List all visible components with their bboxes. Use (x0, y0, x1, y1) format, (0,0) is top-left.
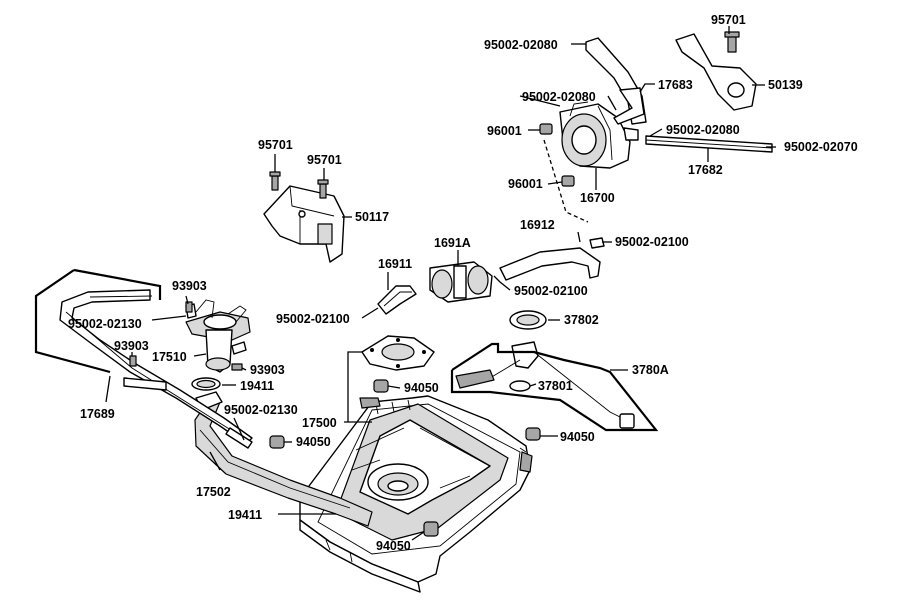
label-96001: 96001 (487, 124, 522, 138)
breather-hose (59, 289, 253, 445)
label-17502: 17502 (196, 485, 231, 499)
fuel-filter (429, 261, 493, 303)
label-19411-b: 19411 (228, 508, 262, 522)
label-16912: 16912 (520, 218, 555, 232)
plate (361, 335, 435, 371)
filler-hose (194, 391, 373, 527)
label-1691A: 1691A (434, 236, 471, 250)
label-95002-02130-b: 95002-02130 (224, 403, 298, 417)
bracket-50117 (263, 185, 345, 263)
label-95002-02080-b: 95002-02080 (522, 90, 596, 104)
label-37802: 37802 (564, 313, 599, 327)
label-93903: 93903 (172, 279, 207, 293)
label-94050-d: 94050 (376, 539, 411, 553)
part-labels: 95701 95002-02080 17683 50139 95002-0208… (68, 13, 858, 553)
screws-93903 (129, 301, 243, 371)
label-93903-c: 93903 (250, 363, 285, 377)
label-94050-b: 94050 (296, 435, 331, 449)
hose-17683 (585, 37, 647, 125)
bolts-96001 (539, 123, 575, 187)
label-95002-02100: 95002-02100 (615, 235, 689, 249)
hose-16912 (499, 237, 605, 281)
label-95002-02130: 95002-02130 (68, 317, 142, 331)
label-17689: 17689 (80, 407, 115, 421)
bracket-50139 (675, 31, 757, 111)
fuel-gauge-unit (455, 341, 635, 429)
label-95002-02070: 95002-02070 (784, 140, 858, 154)
label-95701-b: 95701 (258, 138, 293, 152)
fuel-tank (299, 395, 533, 593)
label-16700: 16700 (580, 191, 615, 205)
label-95002-02080: 95002-02080 (484, 38, 558, 52)
label-17510: 17510 (152, 350, 187, 364)
label-3780A: 3780A (632, 363, 669, 377)
label-96001-b: 96001 (508, 177, 543, 191)
label-93903-b: 93903 (114, 339, 149, 353)
label-95701: 95701 (711, 13, 746, 27)
label-95002-02100-b: 95002-02100 (514, 284, 588, 298)
label-17682: 17682 (688, 163, 723, 177)
label-17500: 17500 (302, 416, 337, 430)
nuts-94050 (269, 379, 541, 537)
filler-neck (185, 299, 251, 391)
label-95002-02100-c: 95002-02100 (276, 312, 350, 326)
fuel-pump (559, 101, 639, 169)
bolts-95701-left (269, 171, 329, 199)
label-17683: 17683 (658, 78, 693, 92)
hose-small-lower (123, 377, 253, 449)
hose-16911 (377, 285, 417, 315)
label-50139: 50139 (768, 78, 803, 92)
label-37801: 37801 (538, 379, 573, 393)
label-94050-c: 94050 (560, 430, 595, 444)
label-16911: 16911 (378, 257, 412, 271)
label-94050: 94050 (404, 381, 439, 395)
label-50117: 50117 (355, 210, 389, 224)
ring-37802 (509, 310, 547, 330)
hose-17682 (645, 135, 773, 153)
label-95701-c: 95701 (307, 153, 342, 167)
leader-lines (34, 26, 776, 541)
label-95002-02080-c: 95002-02080 (666, 123, 740, 137)
label-19411: 19411 (240, 379, 274, 393)
